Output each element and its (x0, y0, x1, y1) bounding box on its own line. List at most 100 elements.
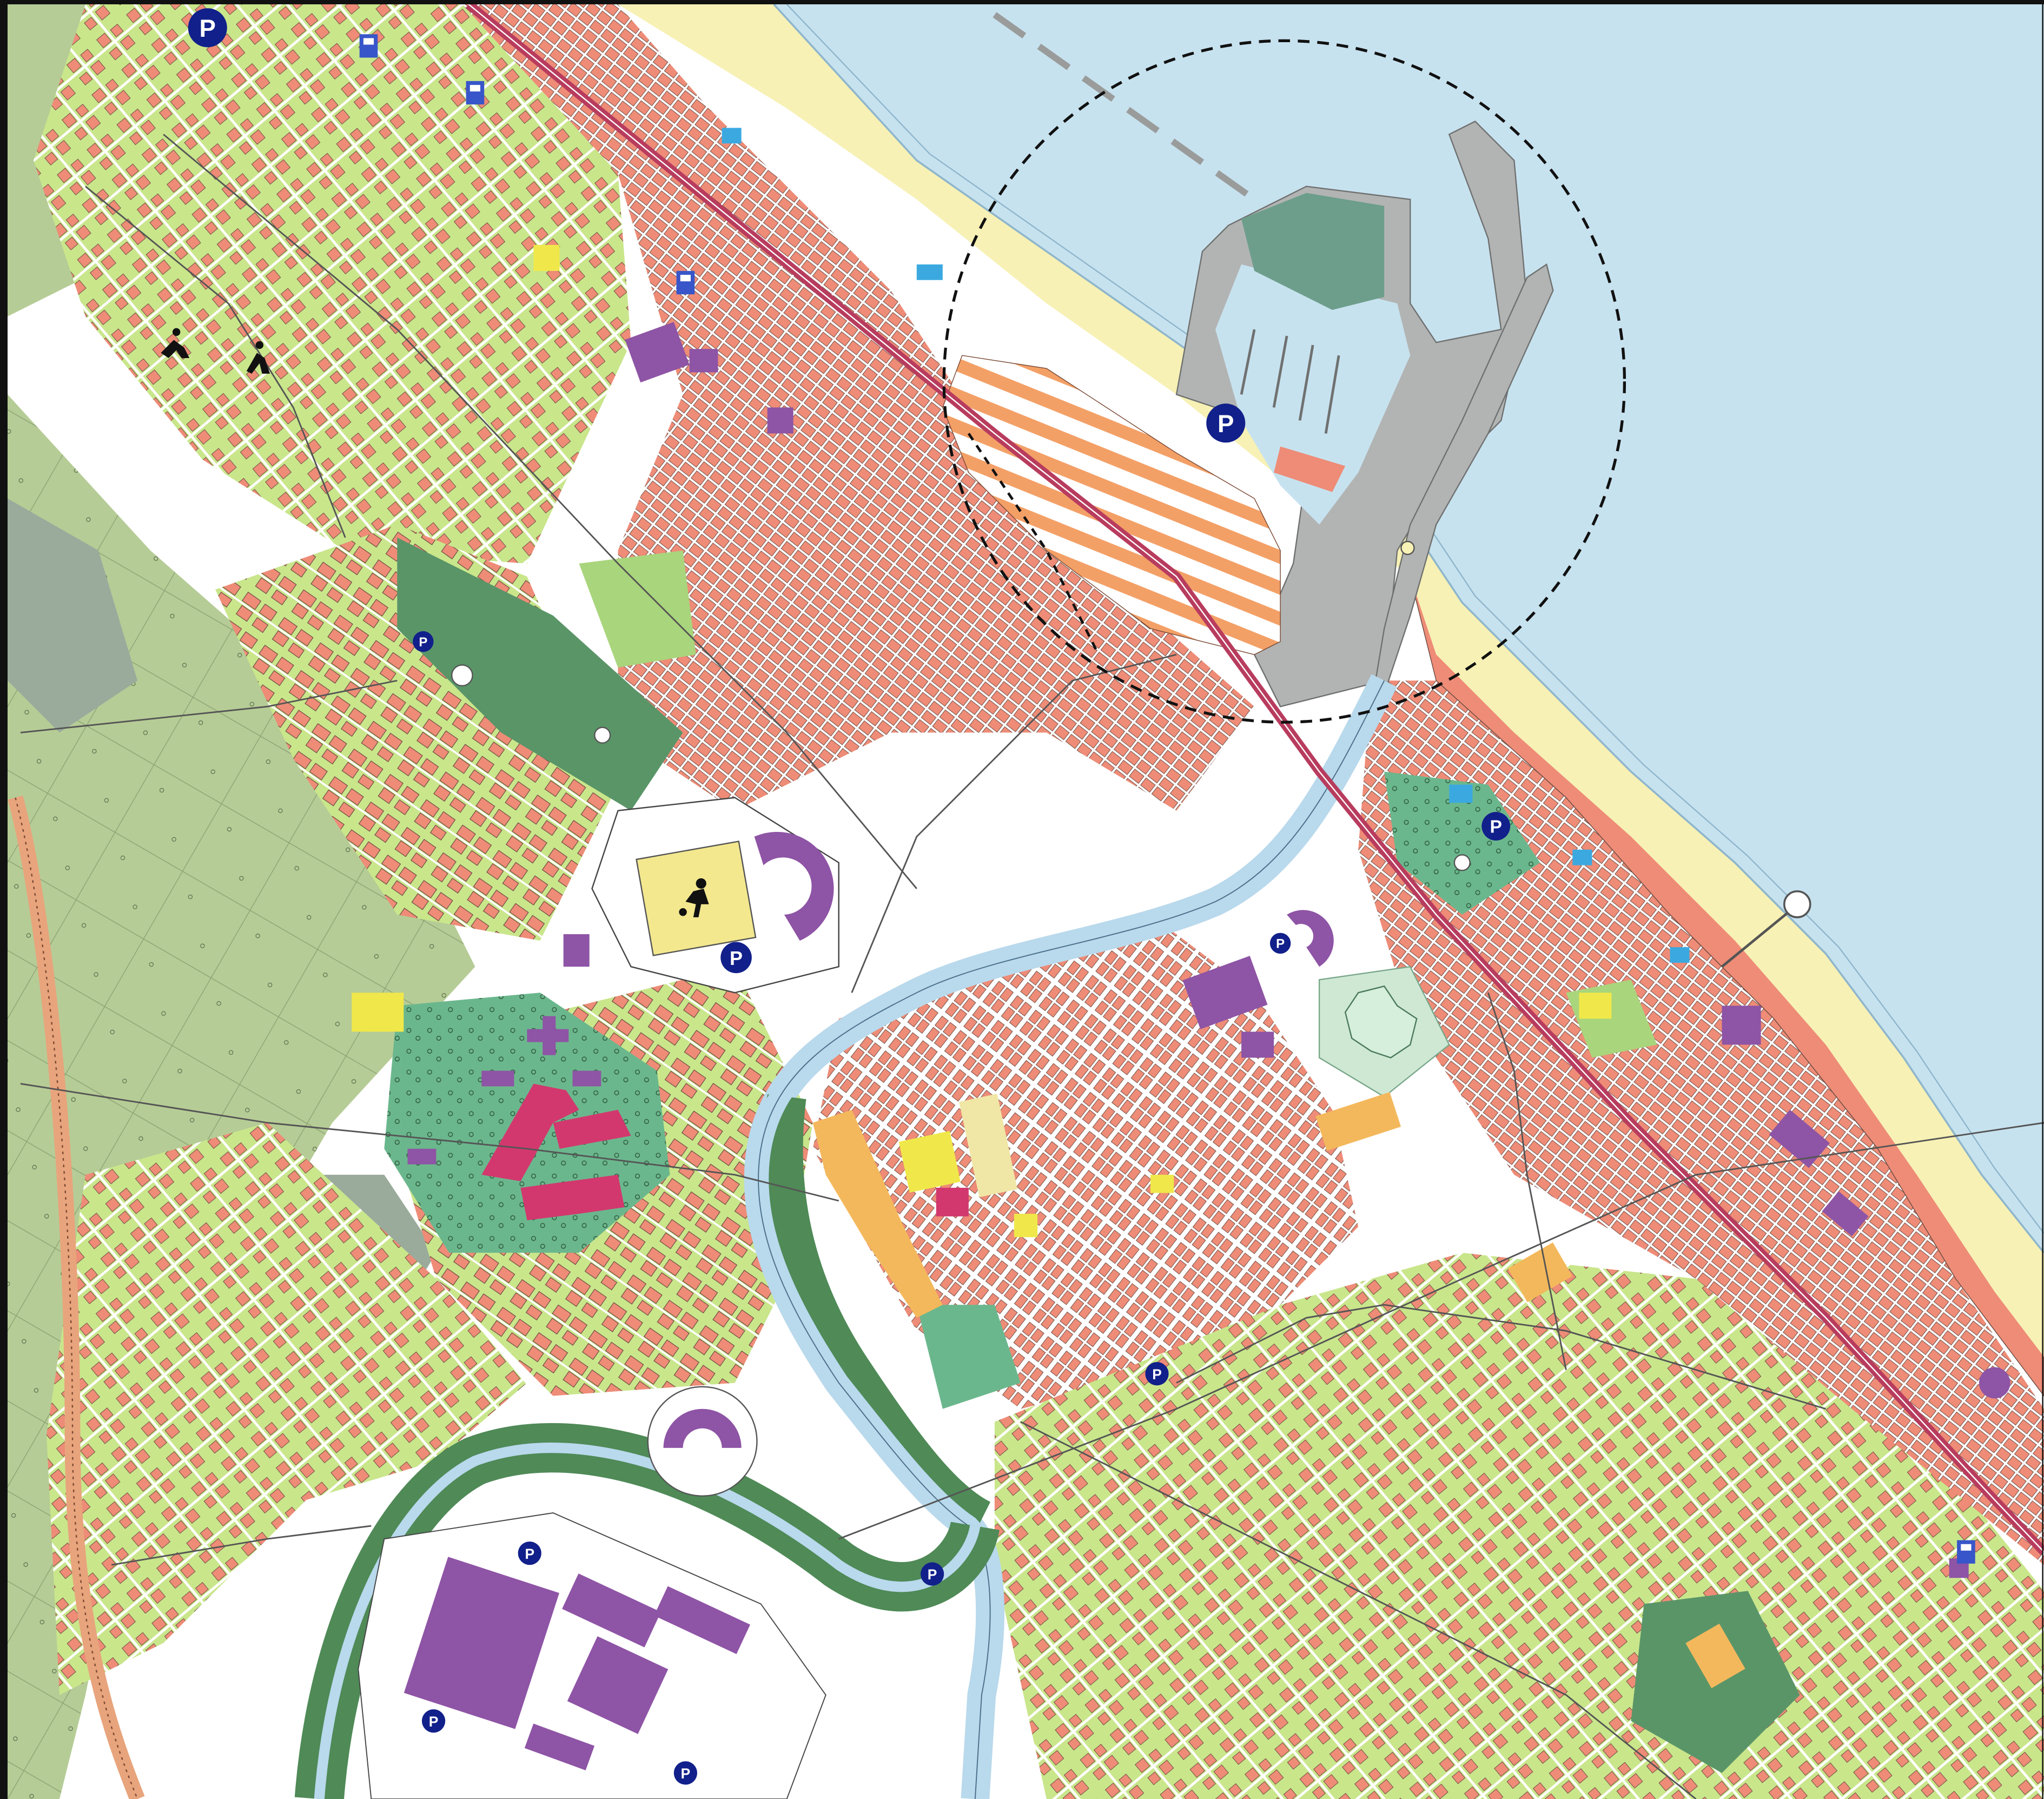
parking-circle (720, 942, 752, 974)
pier (1721, 907, 1795, 968)
purple-building-seafront-3 (1822, 1191, 1869, 1236)
parking-circle (188, 8, 227, 48)
hospital-building-3 (553, 1109, 631, 1149)
retail-building-3 (654, 1586, 750, 1655)
purple-building-center-east-2 (1241, 1031, 1274, 1058)
parking-letter: P (429, 1714, 439, 1730)
highway-edges (15, 797, 138, 1799)
amphitheater (647, 1386, 758, 1497)
parking-letter: P (730, 947, 743, 969)
canal-edge (758, 680, 1385, 1799)
mall-building (403, 1557, 559, 1729)
purple-cross (527, 1016, 569, 1055)
cyan-building-4 (1670, 947, 1690, 963)
residential-northwest (34, 4, 631, 564)
cyan-building-5 (722, 128, 742, 144)
yellow-building-north-2 (533, 244, 560, 271)
park-north (397, 537, 683, 811)
purple-building-seafront (1722, 1006, 1761, 1045)
cyan-building-2 (1449, 784, 1473, 803)
parking-letter: P (1218, 410, 1234, 438)
parking-letter: P (1276, 937, 1285, 951)
purple-building-west (563, 934, 590, 967)
orange-building-se (1685, 1623, 1745, 1689)
fuel-station-icon (676, 270, 695, 295)
parking-circle (673, 1761, 698, 1785)
yellow-building-center-2 (1014, 1214, 1038, 1238)
yellow-building-north (352, 993, 404, 1032)
parking-circle (1481, 812, 1511, 841)
yellow-building-center-3 (1150, 1174, 1174, 1193)
parking-icon[interactable]: P (1481, 812, 1511, 841)
park-southeast (1384, 771, 1540, 915)
parking-letter: P (928, 1566, 937, 1583)
parking-icon[interactable]: P (921, 1562, 944, 1586)
red-building-center (936, 1187, 969, 1216)
yellow-building-center (898, 1130, 961, 1193)
port-square (1241, 193, 1385, 310)
retail-building-4 (524, 1723, 595, 1770)
garden-center (579, 550, 696, 668)
parking-icon[interactable]: P (1269, 932, 1291, 954)
parking-icon[interactable]: P (188, 8, 227, 48)
retail-building-2 (567, 1636, 669, 1734)
purple-building-north-2 (689, 349, 718, 373)
sports-icon-2 (161, 328, 190, 358)
parking-circle (921, 1562, 944, 1586)
parking-letter: P (1152, 1366, 1162, 1383)
parking-letter: P (681, 1765, 691, 1782)
parking-circle (1269, 932, 1291, 954)
purple-building-se (1979, 1367, 2010, 1399)
fountain-icon (451, 664, 473, 687)
sports-field-icon (679, 878, 709, 917)
study-area-circle (942, 39, 1626, 724)
parking-icon[interactable]: P (1206, 404, 1246, 443)
amphitheater-seats (663, 1408, 742, 1448)
yellow-building-east (1579, 993, 1612, 1019)
parking-icon[interactable]: P (413, 631, 434, 652)
parking-letter: P (200, 15, 216, 42)
sports-icon (246, 341, 270, 374)
purple-building-hospital-3 (407, 1148, 436, 1165)
marina-piers (1240, 329, 1340, 434)
residential-east-strip (1358, 680, 2044, 1565)
fountain-icon (594, 726, 611, 744)
parking-circle (1206, 404, 1246, 443)
fuel-station-icon (359, 34, 378, 58)
railway-track (468, 4, 2044, 1553)
parking-letter: P (1490, 817, 1502, 837)
port-basin (1215, 264, 1411, 525)
orange-building-center (812, 1109, 943, 1318)
cyan-building-3 (1572, 849, 1592, 865)
parking-letter: P (419, 635, 427, 650)
parking-icon[interactable]: P (673, 1761, 698, 1785)
historic-center (812, 915, 1359, 1409)
cyan-building-1 (916, 264, 943, 280)
parking-icon[interactable]: P (421, 1709, 446, 1733)
city-map[interactable]: P P P P P P P P P P P (8, 4, 2044, 1799)
orange-building-north (1315, 1092, 1401, 1151)
lighthouse-icon (1400, 540, 1415, 555)
purple-building-north (625, 322, 690, 383)
retail-building-1 (562, 1573, 661, 1648)
parking-circle (421, 1709, 446, 1733)
parking-icon[interactable]: P (1145, 1362, 1169, 1386)
purple-building-hospital (481, 1070, 514, 1087)
parking-icon[interactable]: P (518, 1541, 541, 1565)
fountain-icon (1453, 854, 1471, 871)
hospital-building-2 (520, 1174, 625, 1221)
hospital-building (481, 1083, 579, 1181)
orange-building-south (1507, 1242, 1572, 1302)
beige-building-center (959, 1094, 1018, 1198)
grey-green-field (8, 498, 138, 733)
parking-icon[interactable]: P (720, 942, 752, 974)
purple-building-hospital-2 (572, 1070, 601, 1087)
sea (773, 4, 2044, 1253)
stadium-stands (754, 831, 834, 941)
fortress (1344, 985, 1418, 1059)
parking-circle (413, 631, 434, 652)
purple-building-center-east (1182, 956, 1268, 1029)
parking-circle (1145, 1362, 1169, 1386)
coast-line (773, 4, 2044, 1254)
